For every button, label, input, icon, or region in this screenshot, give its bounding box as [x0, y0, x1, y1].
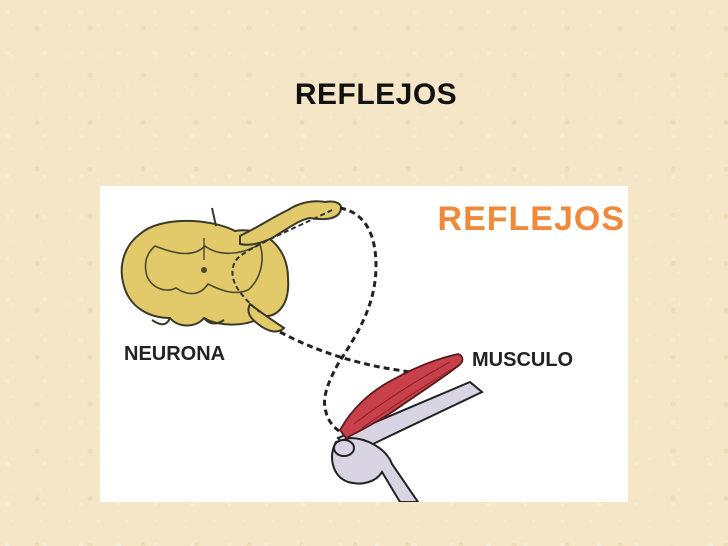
knee-joint-illustration	[331, 380, 484, 502]
spinal-cord-illustration	[120, 200, 342, 333]
reflex-arc-figure: REFLEJOS	[100, 186, 628, 502]
figure-banner: REFLEJOS	[438, 200, 625, 238]
neuron-label: NEURONA	[124, 343, 225, 365]
slide-title: REFLEJOS	[294, 78, 458, 111]
muscle-label: MUSCULO	[472, 349, 573, 371]
sensory-nerve-path	[323, 206, 378, 436]
motor-nerve-path	[279, 330, 411, 374]
reflex-arc-diagram: REFLEJOS	[120, 200, 625, 502]
muscle-illustration	[338, 353, 464, 440]
